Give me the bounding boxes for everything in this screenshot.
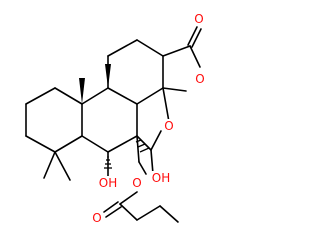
svg-text:OH: OH — [99, 176, 117, 190]
hydroxyl-left-label: OH — [97, 176, 119, 190]
svg-text:O: O — [92, 211, 101, 225]
hydroxyl-right-label: OH — [150, 171, 172, 185]
acetal-ring-oxygen-label: O — [163, 119, 175, 133]
molecular-structure-diagram: O O O OH OH O O — [25, 12, 206, 225]
ester-oxygen-label: O — [131, 176, 143, 190]
stereo-bonds — [79, 64, 150, 169]
svg-text:O: O — [195, 72, 204, 86]
svg-text:O: O — [132, 176, 141, 190]
svg-text:O: O — [194, 12, 203, 26]
atom-labels: O O O OH OH O O — [91, 12, 206, 225]
svg-text:OH: OH — [152, 171, 170, 185]
ketone-oxygen-label: O — [193, 12, 205, 26]
svg-text:O: O — [164, 119, 173, 133]
ester-carbonyl-oxygen-label: O — [91, 211, 103, 225]
lactone-ring-oxygen-label: O — [194, 72, 206, 86]
